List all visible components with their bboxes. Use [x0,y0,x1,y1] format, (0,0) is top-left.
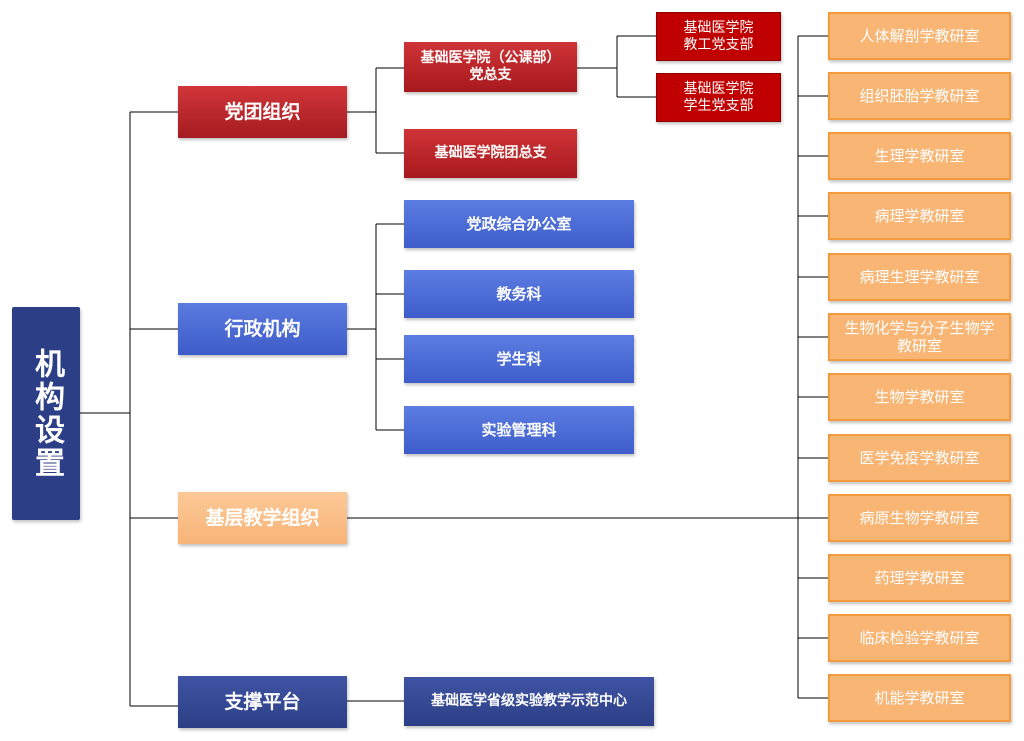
platform-label: 支撑平台 [224,690,301,713]
youth-league-branch-label: 基础医学院团总支 [434,145,547,162]
lab-management-label: 实验管理科 [481,421,557,439]
teaching-office-label: 人体解剖学教研室 [859,27,980,45]
student-party-branch-node: 基础医学院 学生党支部 [656,73,781,122]
teaching-office-label: 生物学教研室 [874,388,965,406]
admin-org-label: 行政机构 [224,317,301,340]
youth-league-branch-node: 基础医学院团总支 [404,129,577,178]
teaching-office-node: 医学免疫学教研室 [828,434,1011,482]
teaching-office-label: 临床检验学教研室 [859,629,980,647]
teaching-office-node: 病原生物学教研室 [828,494,1011,542]
teaching-office-label: 生物化学与分子生物学 教研室 [844,319,995,355]
teaching-office-label: 医学免疫学教研室 [859,449,980,467]
teaching-org-label: 基层教学组织 [205,506,320,529]
teaching-office-node: 病理生理学教研室 [828,253,1011,301]
teaching-office-node: 药理学教研室 [828,554,1011,602]
teaching-org-node: 基层教学组织 [178,492,347,544]
teaching-office-node: 人体解剖学教研室 [828,12,1011,60]
teaching-office-label: 药理学教研室 [874,569,965,587]
party-org-label: 党团组织 [224,100,301,123]
academic-affairs-node: 教务科 [404,270,634,318]
student-party-branch-label: 基础医学院 学生党支部 [683,80,754,114]
admin-org-node: 行政机构 [178,303,347,355]
party-org-node: 党团组织 [178,86,347,138]
teaching-office-label: 病理生理学教研室 [859,268,980,286]
platform-node: 支撑平台 [178,676,347,728]
teaching-office-label: 组织胚胎学教研室 [859,87,980,105]
teaching-office-label: 病理学教研室 [874,207,965,225]
admin-office-label: 党政综合办公室 [466,215,572,233]
student-affairs-node: 学生科 [404,335,634,383]
teaching-office-label: 机能学教研室 [874,689,965,707]
root-label: 机构设置 [29,347,64,480]
root-node: 机构设置 [12,307,80,520]
general-party-branch-label: 基础医学院（公课部） 党总支 [420,50,561,83]
student-affairs-label: 学生科 [496,350,542,368]
admin-office-node: 党政综合办公室 [404,200,634,248]
staff-party-branch-label: 基础医学院 教工党支部 [683,19,754,53]
teaching-office-node: 病理学教研室 [828,192,1011,240]
general-party-branch-node: 基础医学院（公课部） 党总支 [404,42,577,92]
academic-affairs-label: 教务科 [496,285,542,303]
teaching-office-node: 组织胚胎学教研室 [828,72,1011,120]
teaching-office-node: 生理学教研室 [828,132,1011,180]
demo-center-label: 基础医学省级实验教学示范中心 [431,693,627,710]
teaching-office-label: 生理学教研室 [874,147,965,165]
demo-center-node: 基础医学省级实验教学示范中心 [404,677,654,726]
teaching-office-node: 机能学教研室 [828,674,1011,722]
staff-party-branch-node: 基础医学院 教工党支部 [656,12,781,61]
teaching-office-label: 病原生物学教研室 [859,509,980,527]
teaching-office-node: 生物化学与分子生物学 教研室 [828,313,1011,361]
teaching-office-node: 生物学教研室 [828,373,1011,421]
teaching-office-node: 临床检验学教研室 [828,614,1011,662]
lab-management-node: 实验管理科 [404,406,634,454]
